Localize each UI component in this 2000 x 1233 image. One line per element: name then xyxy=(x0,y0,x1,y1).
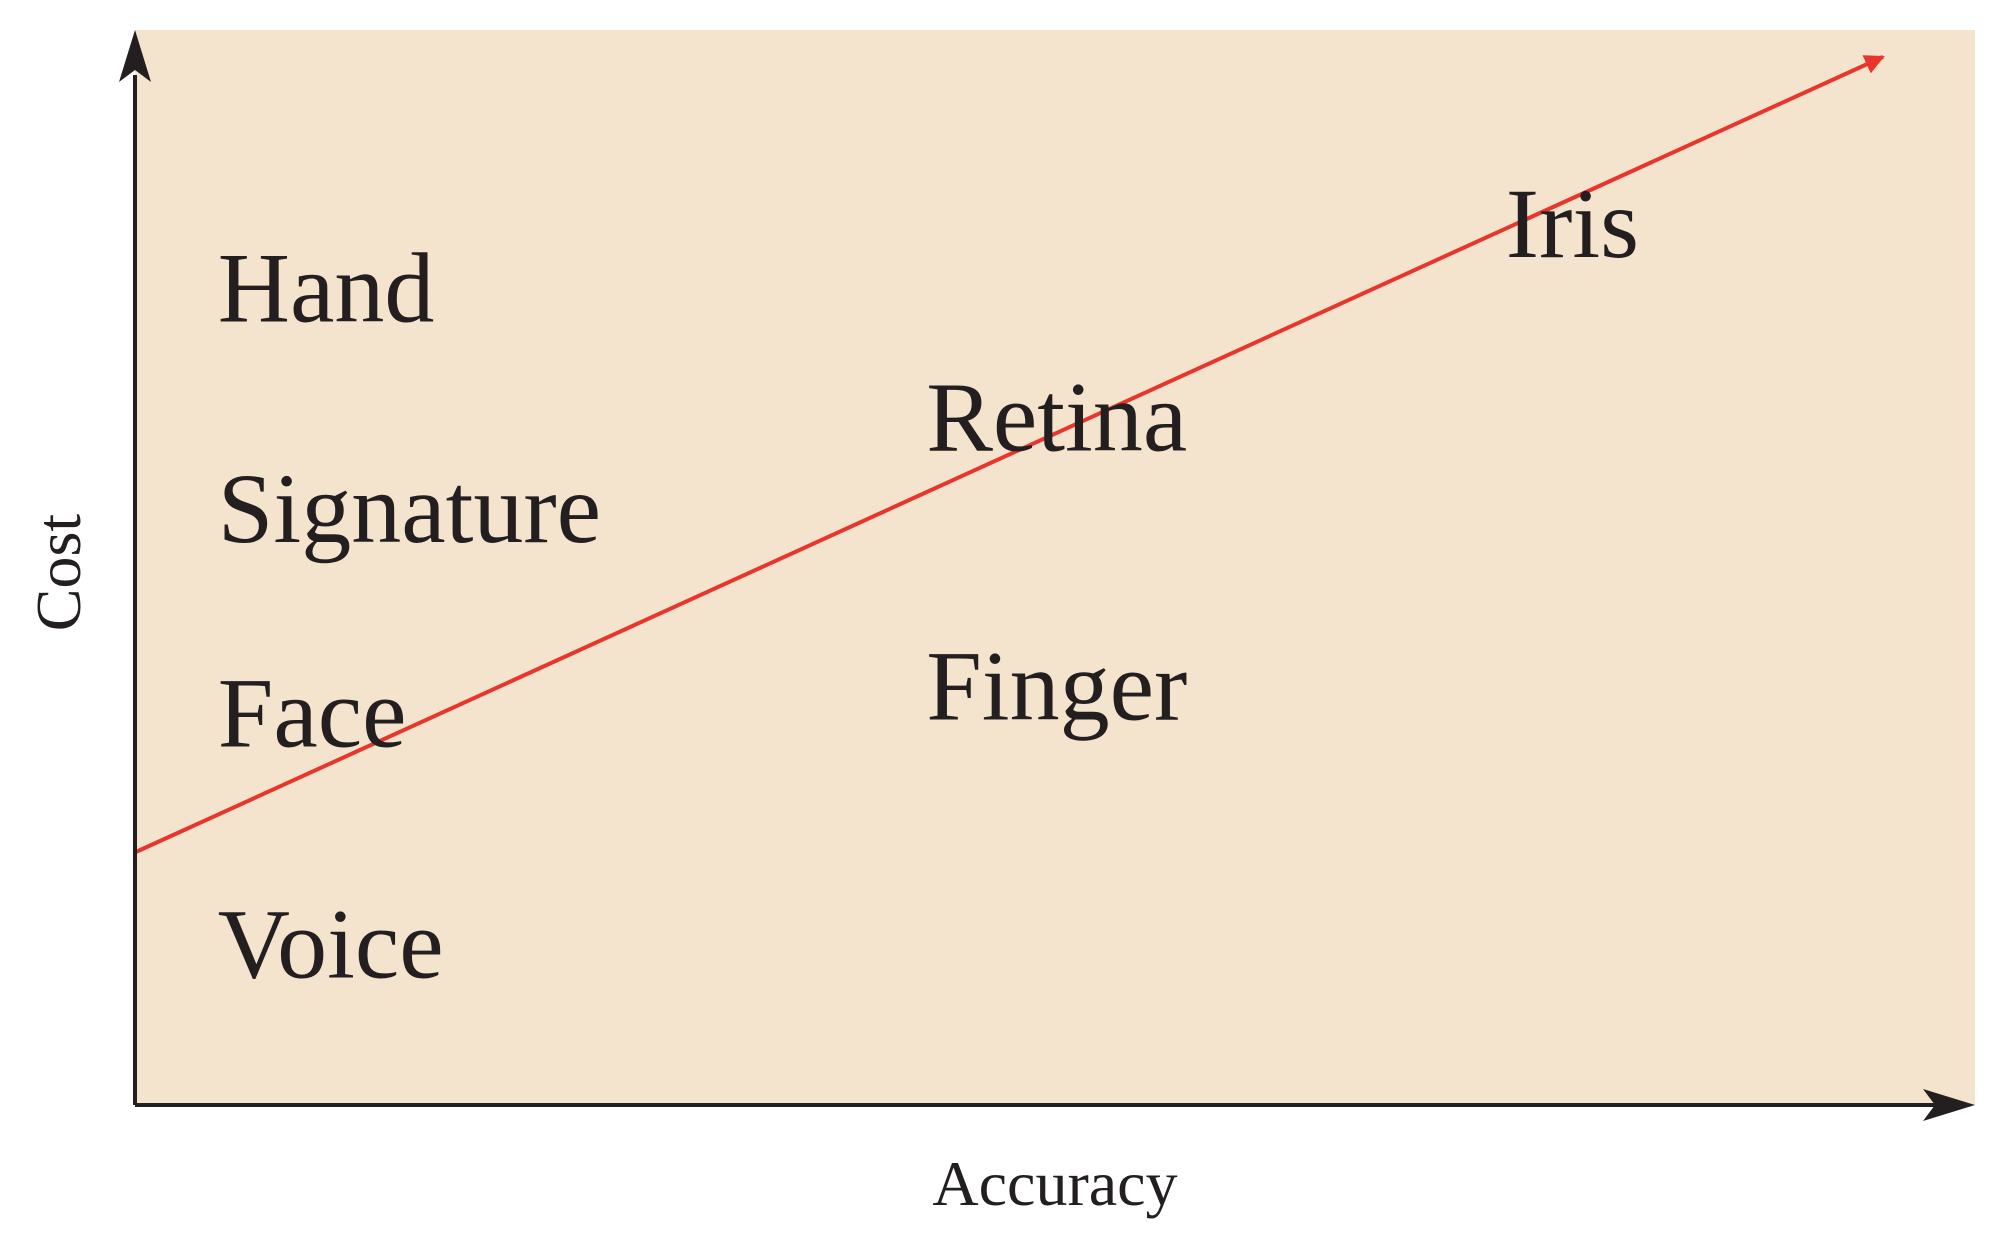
data-label-face: Face xyxy=(218,657,407,768)
data-label-iris: Iris xyxy=(1506,168,1639,279)
data-label-hand: Hand xyxy=(218,233,435,344)
x-axis-label: Accuracy xyxy=(932,1148,1177,1219)
y-axis-label: Cost xyxy=(23,514,94,632)
trend-line xyxy=(134,55,1885,855)
data-label-finger: Finger xyxy=(926,630,1187,741)
data-label-voice: Voice xyxy=(218,888,444,999)
x-axis-arrowhead xyxy=(1923,1089,1975,1121)
data-label-signature: Signature xyxy=(218,453,601,564)
y-axis-arrowhead xyxy=(119,30,151,82)
plot-background xyxy=(135,30,1975,1105)
data-label-retina: Retina xyxy=(926,362,1187,473)
